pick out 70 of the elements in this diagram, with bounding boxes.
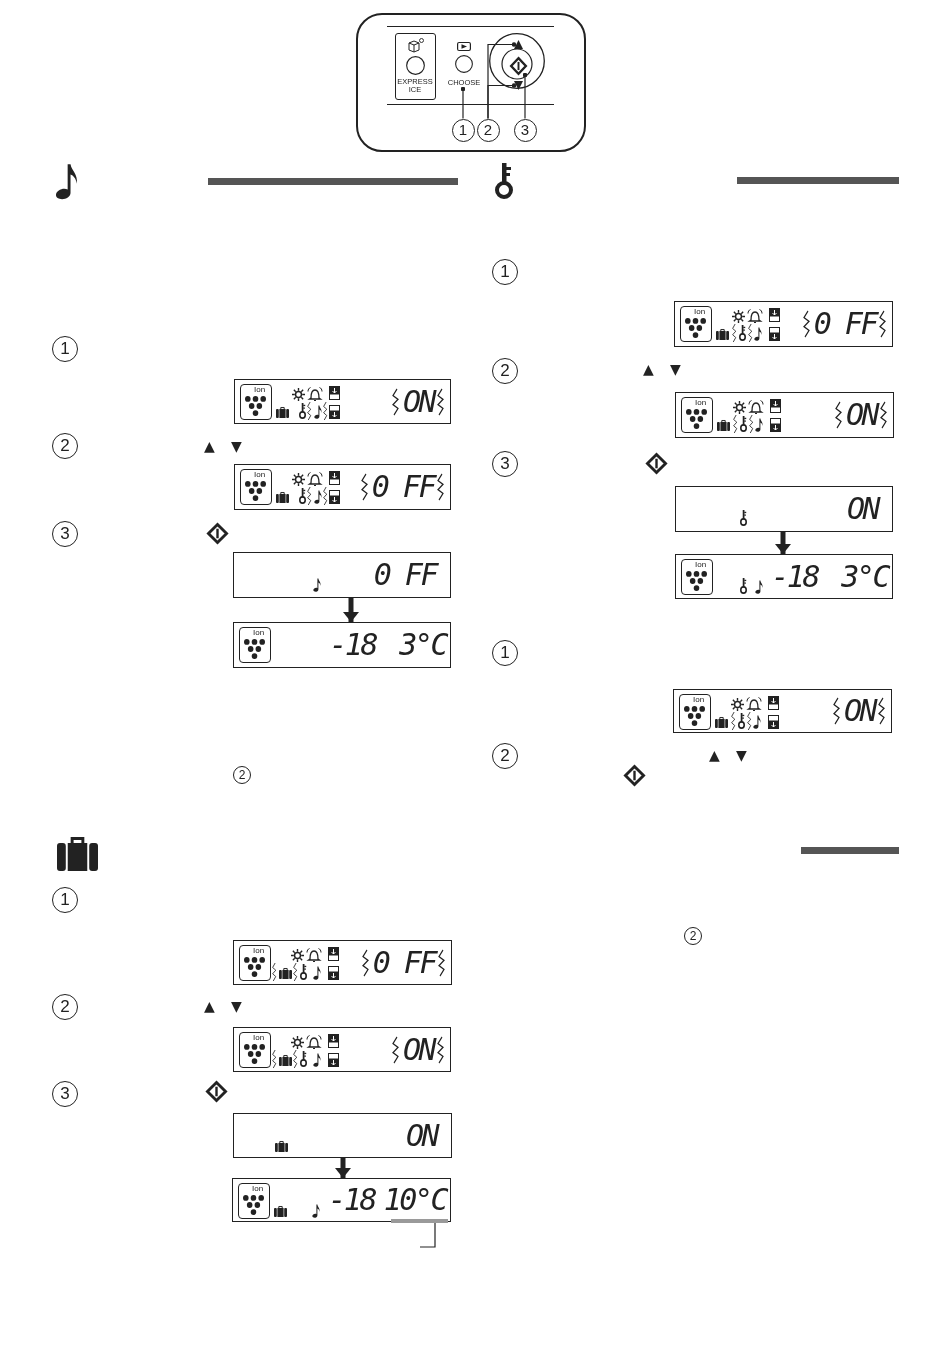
lcd-readout: ON	[845, 399, 877, 431]
lcd-display	[234, 379, 451, 424]
key-symbol: ▼	[231, 997, 242, 1015]
key-symbol: ▼	[231, 437, 242, 455]
ion-indicator	[239, 1032, 271, 1068]
ion-indicator	[681, 559, 713, 595]
down-triangle-icon	[514, 81, 523, 90]
ion-label: Ion	[695, 398, 707, 407]
lcd-readout: ON	[843, 695, 875, 727]
ion-label: Ion	[253, 628, 265, 637]
key-symbol: ▼	[736, 746, 747, 764]
ion-label: Ion	[252, 1184, 264, 1193]
control-panel	[356, 13, 586, 152]
ion-label: Ion	[695, 560, 707, 569]
ion-label: Ion	[253, 946, 265, 955]
ion-indicator	[238, 1183, 270, 1219]
lcd-display	[233, 1113, 452, 1158]
lcd-readout: -18	[771, 561, 818, 593]
leader-line	[419, 1222, 436, 1248]
lcd-display	[675, 392, 894, 438]
lcd-display	[233, 940, 452, 985]
lcd-display	[233, 552, 451, 598]
ion-indicator	[239, 945, 271, 981]
lcd-readout: 0 FF	[371, 471, 434, 503]
ion-indicator	[240, 469, 272, 505]
lcd-readout: 3°C	[399, 629, 446, 661]
lcd-display	[675, 554, 893, 599]
lcd-readout: ON	[402, 1033, 434, 1066]
lcd-readout: ON	[405, 1120, 437, 1152]
key-symbol: ▲	[204, 437, 215, 455]
ion-label: Ion	[693, 695, 705, 704]
lcd-readout: 0 FF	[372, 946, 435, 979]
lcd-display	[675, 486, 893, 532]
leader-line	[522, 72, 528, 120]
lcd-readout: -18	[329, 629, 376, 661]
lcd-readout: 3°C	[841, 561, 888, 593]
arrow	[778, 532, 788, 554]
ion-label: Ion	[253, 1033, 265, 1042]
lcd-display	[233, 1027, 451, 1072]
up-triangle-icon	[514, 40, 523, 49]
key-symbol: ▲	[204, 997, 215, 1015]
ion-label: Ion	[254, 470, 266, 479]
lcd-display	[232, 1178, 451, 1222]
lcd-display	[234, 464, 451, 510]
leader-line	[487, 83, 517, 120]
lcd-readout: 0 FF	[813, 308, 876, 340]
leader-line	[460, 86, 466, 120]
key-symbol: ▼	[670, 360, 681, 378]
lcd-readout: ON	[402, 385, 434, 418]
lcd-readout: ON	[846, 493, 878, 525]
ion-indicator	[681, 397, 713, 433]
lcd-display	[673, 689, 892, 733]
lcd-readout: -18	[328, 1184, 375, 1216]
lcd-display	[674, 301, 893, 347]
diamond-key-icon	[510, 57, 527, 75]
ion-indicator	[680, 306, 712, 342]
ion-indicator	[679, 694, 711, 730]
lcd-display	[233, 622, 451, 668]
ion-label: Ion	[254, 385, 266, 394]
ion-indicator	[240, 384, 272, 420]
key-symbol: ▲	[643, 360, 654, 378]
key-symbol: ▲	[709, 746, 720, 764]
lcd-readout: 10°C	[383, 1184, 446, 1216]
underline-bar	[391, 1219, 448, 1223]
arrow	[338, 1158, 348, 1178]
ion-label: Ion	[694, 307, 706, 316]
arrow	[346, 598, 356, 622]
lcd-readout: 0 FF	[373, 559, 436, 591]
button-frame	[395, 33, 436, 100]
ion-indicator	[239, 627, 271, 663]
